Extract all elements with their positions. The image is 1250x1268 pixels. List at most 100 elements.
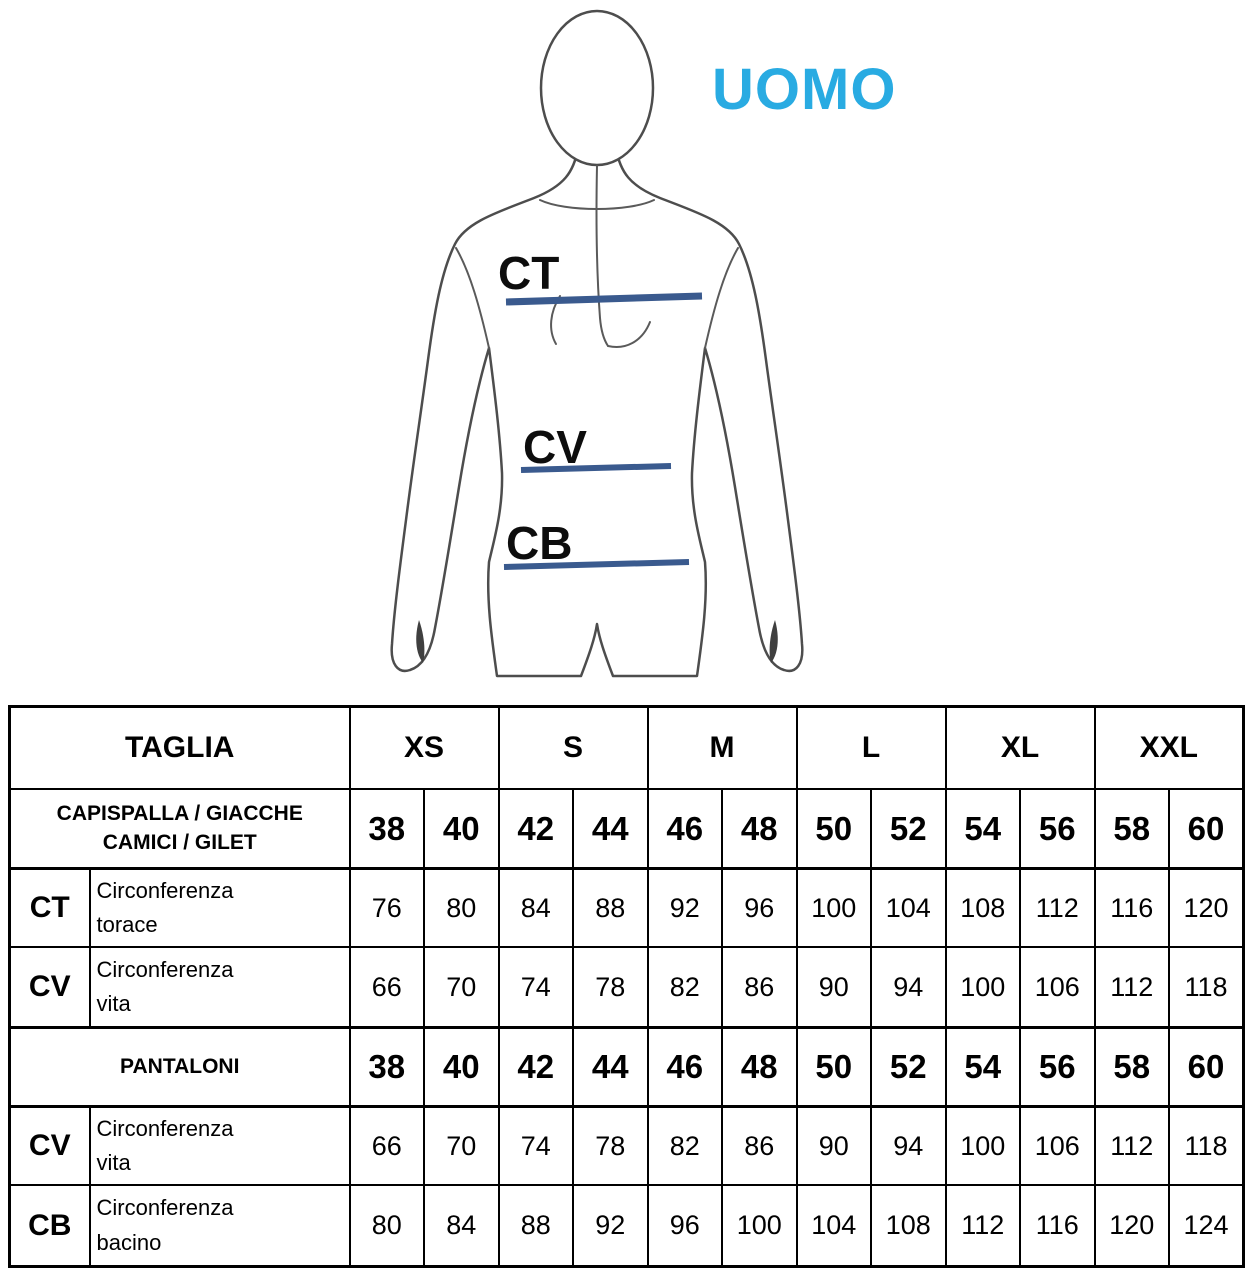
measure-description-cell: Circonferenza bacino	[88, 1184, 351, 1268]
value-cell: 78	[572, 1105, 649, 1186]
section-label-capispalla: CAPISPALLA / GIACCHE CAMICI / GILET	[8, 788, 351, 870]
value-cell: 70	[423, 946, 500, 1029]
pantaloni-sizes-row: PANTALONI 38 40 42 44 46 48 50 52 54 56 …	[8, 1026, 1245, 1108]
measure-description-line: Circonferenza	[96, 956, 234, 982]
size-group-xs: XS	[348, 705, 500, 790]
value-cell: 118	[1168, 946, 1245, 1029]
value-cell: 86	[721, 1105, 798, 1186]
value-cell: 108	[944, 867, 1022, 948]
human-head	[539, 9, 655, 167]
size-number-cell: 58	[1093, 788, 1171, 870]
measure-row-ct: CT Circonferenza torace 76 80 84 88 92 9…	[8, 867, 1245, 948]
size-number-cell: 50	[795, 1026, 873, 1108]
measure-description-line: vita	[96, 1150, 131, 1175]
value-cell: 76	[348, 867, 425, 948]
taglia-header-cell: TAGLIA	[8, 705, 351, 790]
value-cell: 112	[1019, 867, 1096, 948]
value-cell: 94	[870, 1105, 947, 1186]
size-number-cell: 48	[721, 1026, 798, 1108]
value-cell: 82	[646, 946, 724, 1029]
size-number-cell: 38	[348, 788, 425, 870]
size-group-l: L	[795, 705, 947, 790]
value-cell: 92	[646, 867, 724, 948]
value-cell: 66	[348, 1105, 425, 1186]
ct-label: CT	[498, 247, 559, 299]
value-cell: 70	[423, 1105, 500, 1186]
value-cell: 100	[944, 1105, 1022, 1186]
gender-title: UOMO	[712, 57, 897, 122]
size-number-cell: 56	[1019, 788, 1096, 870]
measure-description-line: Circonferenza	[96, 1195, 234, 1221]
value-cell: 96	[646, 1184, 724, 1268]
value-cell: 118	[1168, 1105, 1245, 1186]
right-arm-seam-line	[704, 247, 739, 349]
value-cell: 94	[870, 946, 947, 1029]
size-group-xxl: XXL	[1093, 705, 1245, 790]
value-cell: 80	[423, 867, 500, 948]
value-cell: 90	[795, 1105, 873, 1186]
value-cell: 96	[721, 867, 798, 948]
trapezius-line	[539, 199, 655, 210]
left-hand-shadow	[416, 620, 425, 663]
size-number-cell: 42	[497, 1026, 574, 1108]
section-label-line: CAMICI / GILET	[102, 830, 257, 854]
size-number-cell: 48	[721, 788, 798, 870]
measure-code-cell: CB	[8, 1184, 91, 1268]
size-guide-figure: CT CV CB UOMO	[390, 9, 897, 678]
cv-label: CV	[523, 421, 587, 473]
size-number-cell: 52	[870, 788, 947, 870]
measure-description-cell: Circonferenza vita	[88, 946, 351, 1029]
value-cell: 86	[721, 946, 798, 1029]
value-cell: 116	[1093, 867, 1171, 948]
size-number-cell: 44	[572, 1026, 649, 1108]
value-cell: 120	[1168, 867, 1245, 948]
measure-description-line: bacino	[96, 1229, 162, 1255]
size-group-m: M	[646, 705, 798, 790]
measure-code-cell: CT	[8, 867, 91, 948]
value-cell: 108	[870, 1184, 947, 1268]
value-cell: 80	[348, 1184, 425, 1268]
size-number-cell: 42	[497, 788, 574, 870]
value-cell: 78	[572, 946, 649, 1029]
value-cell: 84	[423, 1184, 500, 1268]
size-number-cell: 60	[1168, 1026, 1245, 1108]
value-cell: 82	[646, 1105, 724, 1186]
value-cell: 112	[1093, 1105, 1171, 1186]
size-number-cell: 46	[646, 788, 724, 870]
value-cell: 84	[497, 867, 574, 948]
size-chart-table: TAGLIA XS S M L XL XXL CAPISPALLA / GIAC…	[8, 705, 1246, 1268]
size-group-xl: XL	[944, 705, 1096, 790]
cb-measure-line	[503, 559, 690, 570]
size-number-cell: 46	[646, 1026, 724, 1108]
value-cell: 120	[1093, 1184, 1171, 1268]
value-cell: 104	[795, 1184, 873, 1268]
cv-measure-line	[520, 463, 672, 473]
value-cell: 106	[1019, 946, 1096, 1029]
value-cell: 112	[944, 1184, 1022, 1268]
cb-label: CB	[506, 517, 572, 569]
hand-shadows	[416, 620, 778, 663]
measure-row-cb: CB Circonferenza bacino 80 84 88 92 96 1…	[8, 1184, 1245, 1268]
size-number-cell: 50	[795, 788, 873, 870]
size-group-s: S	[497, 705, 649, 790]
size-number-cell: 56	[1019, 1026, 1096, 1108]
body-figure-svg: CT CV CB	[390, 9, 804, 678]
measure-description-cell: Circonferenza vita	[88, 1105, 351, 1186]
value-cell: 100	[795, 867, 873, 948]
section-label-line: PANTALONI	[120, 1054, 240, 1078]
value-cell: 90	[795, 946, 873, 1029]
human-body-outline	[390, 146, 804, 678]
value-cell: 112	[1093, 946, 1171, 1029]
left-arm-seam-line	[455, 247, 490, 349]
measure-description-line: Circonferenza	[96, 1115, 234, 1141]
measure-code-cell: CV	[8, 946, 91, 1029]
measure-code-cell: CV	[8, 1105, 91, 1186]
size-number-cell: 58	[1093, 1026, 1171, 1108]
capispalla-sizes-row: CAPISPALLA / GIACCHE CAMICI / GILET 38 4…	[8, 788, 1245, 870]
ct-measure-line	[505, 292, 703, 306]
value-cell: 116	[1019, 1184, 1096, 1268]
measure-row-cv-pantaloni: CV Circonferenza vita 66 70 74 78 82 86 …	[8, 1105, 1245, 1186]
section-label-pantaloni: PANTALONI	[8, 1026, 351, 1108]
size-number-cell: 52	[870, 1026, 947, 1108]
value-cell: 74	[497, 946, 574, 1029]
